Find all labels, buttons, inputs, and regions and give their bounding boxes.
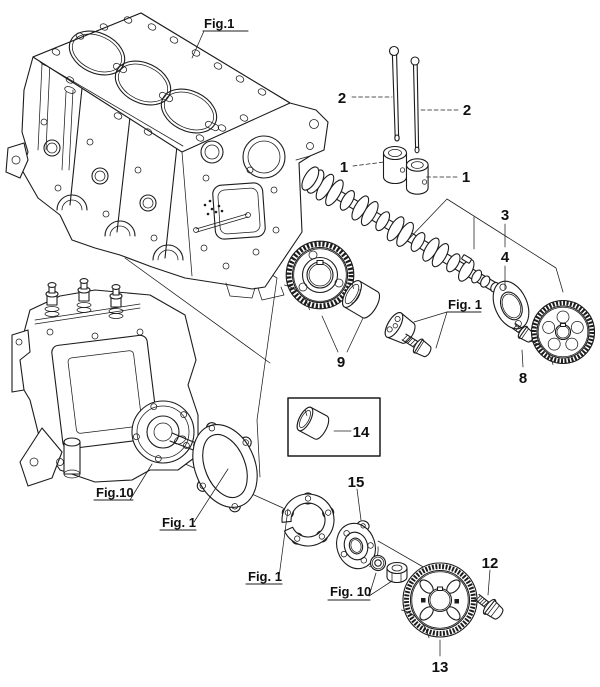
callout-part15: 15 xyxy=(348,474,365,491)
pump-drive-gear xyxy=(401,562,478,639)
pump-gasket xyxy=(192,422,258,513)
camshaft-timing-gear xyxy=(529,299,596,365)
deck-holes xyxy=(51,16,267,142)
callout-part14: 14 xyxy=(353,424,370,441)
cam-gear xyxy=(284,240,355,311)
drive-hub xyxy=(336,520,379,570)
cover-gasket xyxy=(281,492,335,547)
camshaft-key xyxy=(461,254,472,264)
bushing-9 xyxy=(341,280,381,319)
tappet-right xyxy=(405,158,429,195)
engine-block xyxy=(5,12,329,301)
fig1-top-link[interactable]: Fig.1 xyxy=(204,16,234,31)
bolt-12 xyxy=(474,593,504,620)
fig1-cover-gasket-link[interactable]: Fig. 1 xyxy=(248,569,282,584)
fig10-nut-link[interactable]: Fig. 10 xyxy=(330,584,371,599)
callout-leaders xyxy=(129,30,524,657)
callout-part4: 4 xyxy=(501,249,510,266)
fig10-pump-link[interactable]: Fig.10 xyxy=(96,485,134,500)
bushing-14-box xyxy=(287,397,381,457)
callout-part3: 3 xyxy=(501,207,509,224)
flange-bolt-mid xyxy=(401,333,432,358)
push-rod-right xyxy=(410,56,420,154)
fig1-mid-link[interactable]: Fig. 1 xyxy=(448,297,482,312)
pump-delivery-valves xyxy=(34,278,141,325)
tappet-left xyxy=(382,145,408,185)
fig1-pump-gasket-link[interactable]: Fig. 1 xyxy=(162,515,196,530)
callout-part12: 12 xyxy=(482,555,499,572)
callout-part9: 9 xyxy=(337,354,345,371)
callout-part8: 8 xyxy=(519,370,527,387)
callouts: Fig.1 2 2 1 1 3 4 8 9 Fig. 1 Fig.10 Fig.… xyxy=(93,16,527,676)
camshaft xyxy=(301,166,506,297)
callout-part2-left: 2 xyxy=(338,90,346,107)
pump-window xyxy=(51,334,159,450)
nut xyxy=(386,561,408,584)
push-rod-left xyxy=(388,45,400,142)
bolt-8 xyxy=(511,323,535,343)
callout-part1-left: 1 xyxy=(340,159,348,176)
leader-part9 xyxy=(321,315,364,353)
injection-pump xyxy=(11,278,207,487)
washer xyxy=(369,554,387,572)
callout-part1-right: 1 xyxy=(462,169,470,186)
callout-part13: 13 xyxy=(432,659,449,676)
callout-part2-right: 2 xyxy=(463,102,471,119)
bushing-14 xyxy=(296,406,330,440)
